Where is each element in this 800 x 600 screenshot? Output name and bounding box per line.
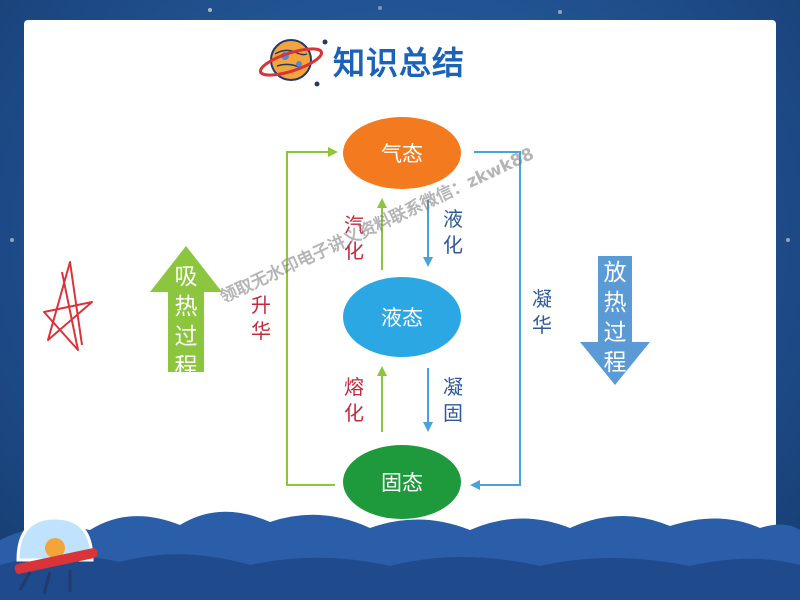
vaporization-label: 汽 化 — [344, 213, 364, 263]
deposition-path — [470, 151, 521, 490]
release-heat-arrow — [580, 256, 650, 385]
gas-label: 气态 — [381, 142, 423, 166]
page-title: 知识总结 — [333, 44, 466, 82]
cloud-decoration-front — [0, 554, 800, 600]
title-block: 知识总结 — [255, 28, 505, 88]
sublimation-path — [286, 147, 338, 486]
liquid-label: 液态 — [381, 306, 423, 330]
solid-node: 固态 — [343, 445, 461, 519]
liquefaction-label: 液 化 — [443, 207, 463, 257]
deposition-label: 凝 华 — [532, 287, 552, 337]
melting-label: 熔 化 — [344, 375, 364, 425]
planet-icon — [258, 39, 328, 87]
sublimation-label: 升 华 — [251, 293, 271, 343]
liquid-node: 液态 — [343, 277, 461, 357]
solid-label: 固态 — [381, 471, 423, 495]
star-doodle-icon — [43, 261, 93, 351]
solidification-label: 凝 固 — [443, 375, 463, 425]
absorb-heat-arrow — [150, 246, 222, 372]
gas-node: 气态 — [343, 117, 461, 189]
absorb-heat-label: 吸 热 过 程 — [174, 264, 198, 380]
release-heat-label: 放 热 过 程 — [603, 260, 627, 376]
mascot-icon — [14, 516, 98, 595]
